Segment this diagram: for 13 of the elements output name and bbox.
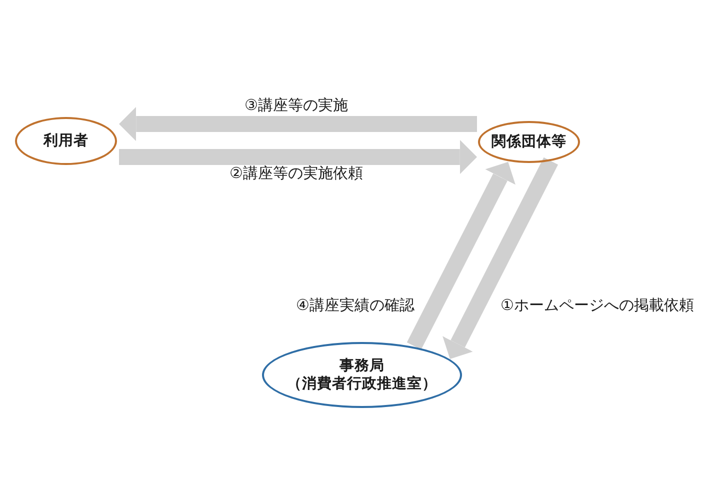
block-arrow xyxy=(119,107,477,141)
ellipse-node xyxy=(262,342,462,408)
ellipse-node xyxy=(15,117,117,165)
ellipse-node xyxy=(478,121,580,163)
node-label: （消費者行政推進室） xyxy=(287,375,437,393)
node-label: 関係団体等 xyxy=(492,133,566,151)
edge-label: ③講座等の実施 xyxy=(244,96,348,114)
edge-label: ②講座等の実施依頼 xyxy=(230,164,363,182)
edge-label: ④講座実績の確認 xyxy=(296,296,414,314)
node-label: 利用者 xyxy=(44,132,88,150)
node-label: 事務局 xyxy=(340,357,384,375)
edge-label: ①ホームページへの掲載依頼 xyxy=(500,296,694,314)
block-arrow xyxy=(119,140,477,174)
